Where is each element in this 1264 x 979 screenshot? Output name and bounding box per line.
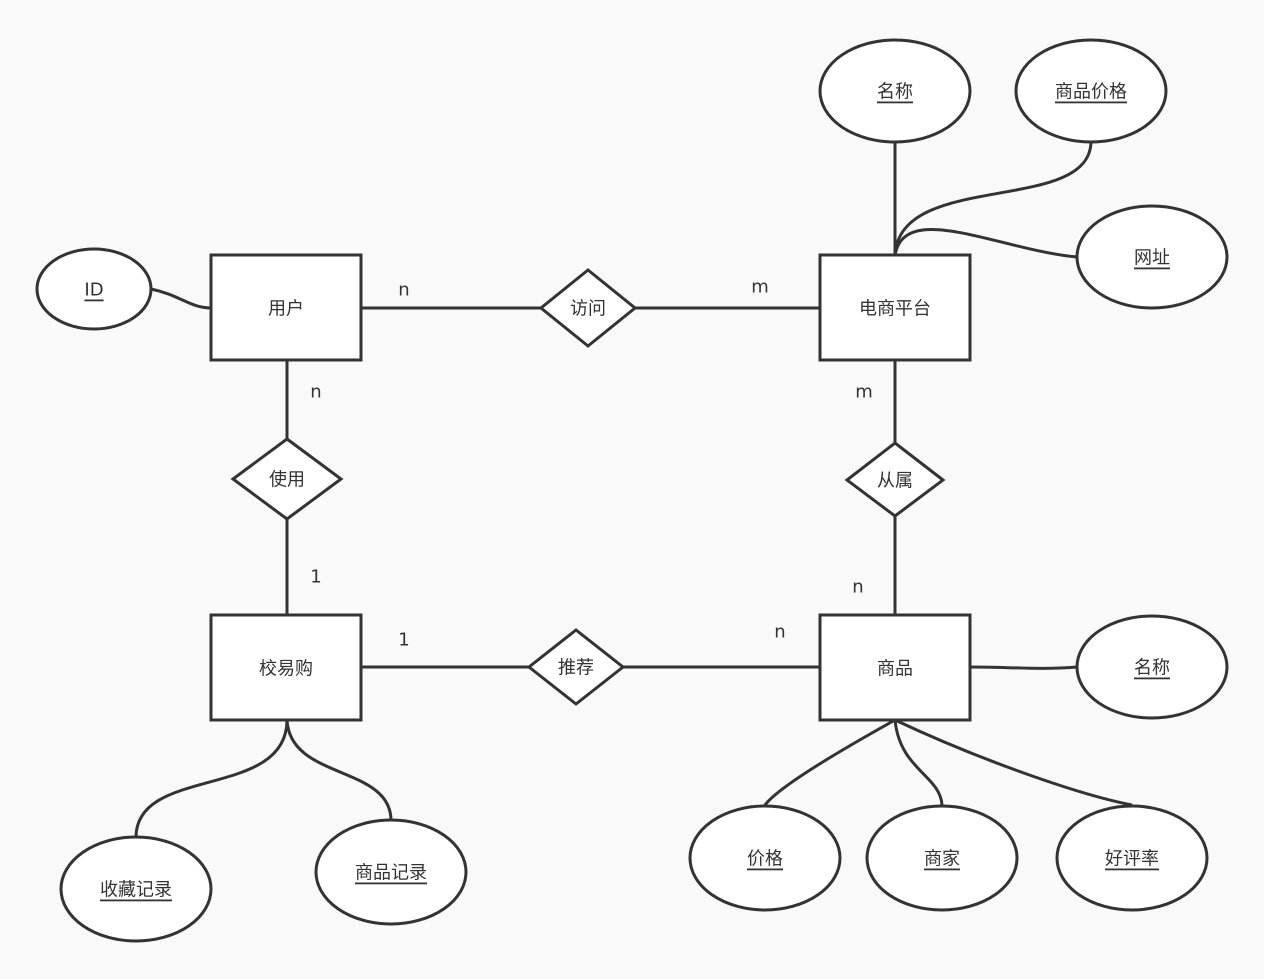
relationship-visit-diamond bbox=[538, 268, 638, 348]
attribute-product-rating-ellipse bbox=[1055, 804, 1209, 912]
edge-platform-url bbox=[893, 228, 1078, 259]
edge-campus-records bbox=[285, 719, 393, 821]
cardinality-use-user: n bbox=[310, 382, 321, 403]
attribute-platform-url[interactable]: 网址 bbox=[1075, 204, 1229, 310]
entity-platform[interactable]: 电商平台 bbox=[818, 253, 972, 362]
edges bbox=[134, 140, 1133, 839]
relationship-recommend[interactable]: 推荐 bbox=[526, 628, 626, 706]
entity-product-label: 商品 bbox=[877, 659, 913, 680]
relationship-belong-diamond bbox=[844, 441, 946, 518]
attribute-product-merchant[interactable]: 商家 bbox=[865, 804, 1019, 912]
edge-user-id bbox=[150, 287, 212, 310]
attribute-product-rating[interactable]: 好评率 bbox=[1055, 804, 1209, 912]
attribute-campus-favorites-ellipse bbox=[59, 835, 213, 943]
attribute-platform-url-ellipse bbox=[1075, 204, 1229, 310]
edge-campus-favorites bbox=[134, 719, 289, 839]
entity-user-box bbox=[209, 253, 363, 362]
entity-platform-label: 电商平台 bbox=[859, 299, 931, 320]
entity-user[interactable]: 用户 bbox=[209, 253, 363, 362]
attribute-user-id-label: ID bbox=[84, 280, 103, 301]
attribute-product-merchant-ellipse bbox=[865, 804, 1019, 912]
cardinality-belong-platform: m bbox=[855, 382, 873, 403]
edge-product-name bbox=[969, 665, 1078, 670]
cardinality-visit-user: n bbox=[398, 280, 409, 301]
relationship-use-diamond bbox=[230, 437, 344, 521]
cardinality-recommend-product: n bbox=[774, 622, 785, 643]
entity-product-box bbox=[818, 613, 972, 722]
attribute-campus-records-ellipse bbox=[314, 818, 468, 926]
attribute-platform-price[interactable]: 商品价格 bbox=[1014, 38, 1168, 144]
attribute-platform-url-label: 网址 bbox=[1134, 248, 1170, 269]
relationship-use[interactable]: 使用 bbox=[230, 437, 344, 521]
attribute-product-name-label: 名称 bbox=[1134, 658, 1170, 679]
relationship-belong-label: 从属 bbox=[877, 471, 913, 492]
relationship-recommend-label: 推荐 bbox=[558, 658, 594, 679]
entity-campus[interactable]: 校易购 bbox=[209, 613, 363, 722]
relationship-use-label: 使用 bbox=[269, 470, 305, 491]
attribute-platform-name-ellipse bbox=[818, 38, 972, 144]
attribute-product-price-label: 价格 bbox=[747, 849, 783, 870]
entity-user-label: 用户 bbox=[268, 299, 304, 320]
cardinality-belong-product: n bbox=[852, 577, 863, 598]
attribute-product-name[interactable]: 名称 bbox=[1075, 614, 1229, 720]
attribute-campus-records-label: 商品记录 bbox=[355, 863, 427, 884]
attribute-product-name-ellipse bbox=[1075, 614, 1229, 720]
attribute-campus-favorites[interactable]: 收藏记录 bbox=[59, 835, 213, 943]
attribute-product-price[interactable]: 价格 bbox=[688, 804, 842, 912]
cardinality-recommend-campus: 1 bbox=[398, 630, 409, 651]
relationship-visit[interactable]: 访问 bbox=[538, 268, 638, 348]
attribute-platform-name-label: 名称 bbox=[877, 82, 913, 103]
attribute-user-id-ellipse bbox=[35, 247, 153, 331]
entity-campus-label: 校易购 bbox=[259, 659, 313, 680]
entity-product[interactable]: 商品 bbox=[818, 613, 972, 722]
attribute-product-rating-label: 好评率 bbox=[1105, 849, 1159, 870]
edge-product-price bbox=[763, 718, 896, 806]
edge-product-rating bbox=[894, 718, 1133, 807]
relationship-visit-label: 访问 bbox=[570, 299, 606, 320]
attribute-product-merchant-label: 商家 bbox=[924, 849, 960, 870]
cardinality-use-campus: 1 bbox=[310, 567, 321, 588]
cardinalities: n m n 1 m n 1 n bbox=[310, 277, 873, 651]
relationship-belong[interactable]: 从属 bbox=[844, 441, 946, 518]
attribute-user-id[interactable]: ID bbox=[35, 247, 153, 331]
cardinality-visit-platform: m bbox=[751, 277, 769, 298]
attribute-product-price-ellipse bbox=[688, 804, 842, 912]
attribute-campus-favorites-label: 收藏记录 bbox=[100, 880, 172, 901]
attribute-campus-records[interactable]: 商品记录 bbox=[314, 818, 468, 926]
attribute-platform-price-ellipse bbox=[1014, 38, 1168, 144]
attribute-platform-name[interactable]: 名称 bbox=[818, 38, 972, 144]
edge-platform-price bbox=[893, 140, 1093, 256]
entity-platform-box bbox=[818, 253, 972, 362]
entity-campus-box bbox=[209, 613, 363, 722]
attribute-platform-price-label: 商品价格 bbox=[1055, 82, 1127, 103]
edge-product-merchant bbox=[893, 719, 944, 806]
relationship-recommend-diamond bbox=[526, 628, 626, 706]
